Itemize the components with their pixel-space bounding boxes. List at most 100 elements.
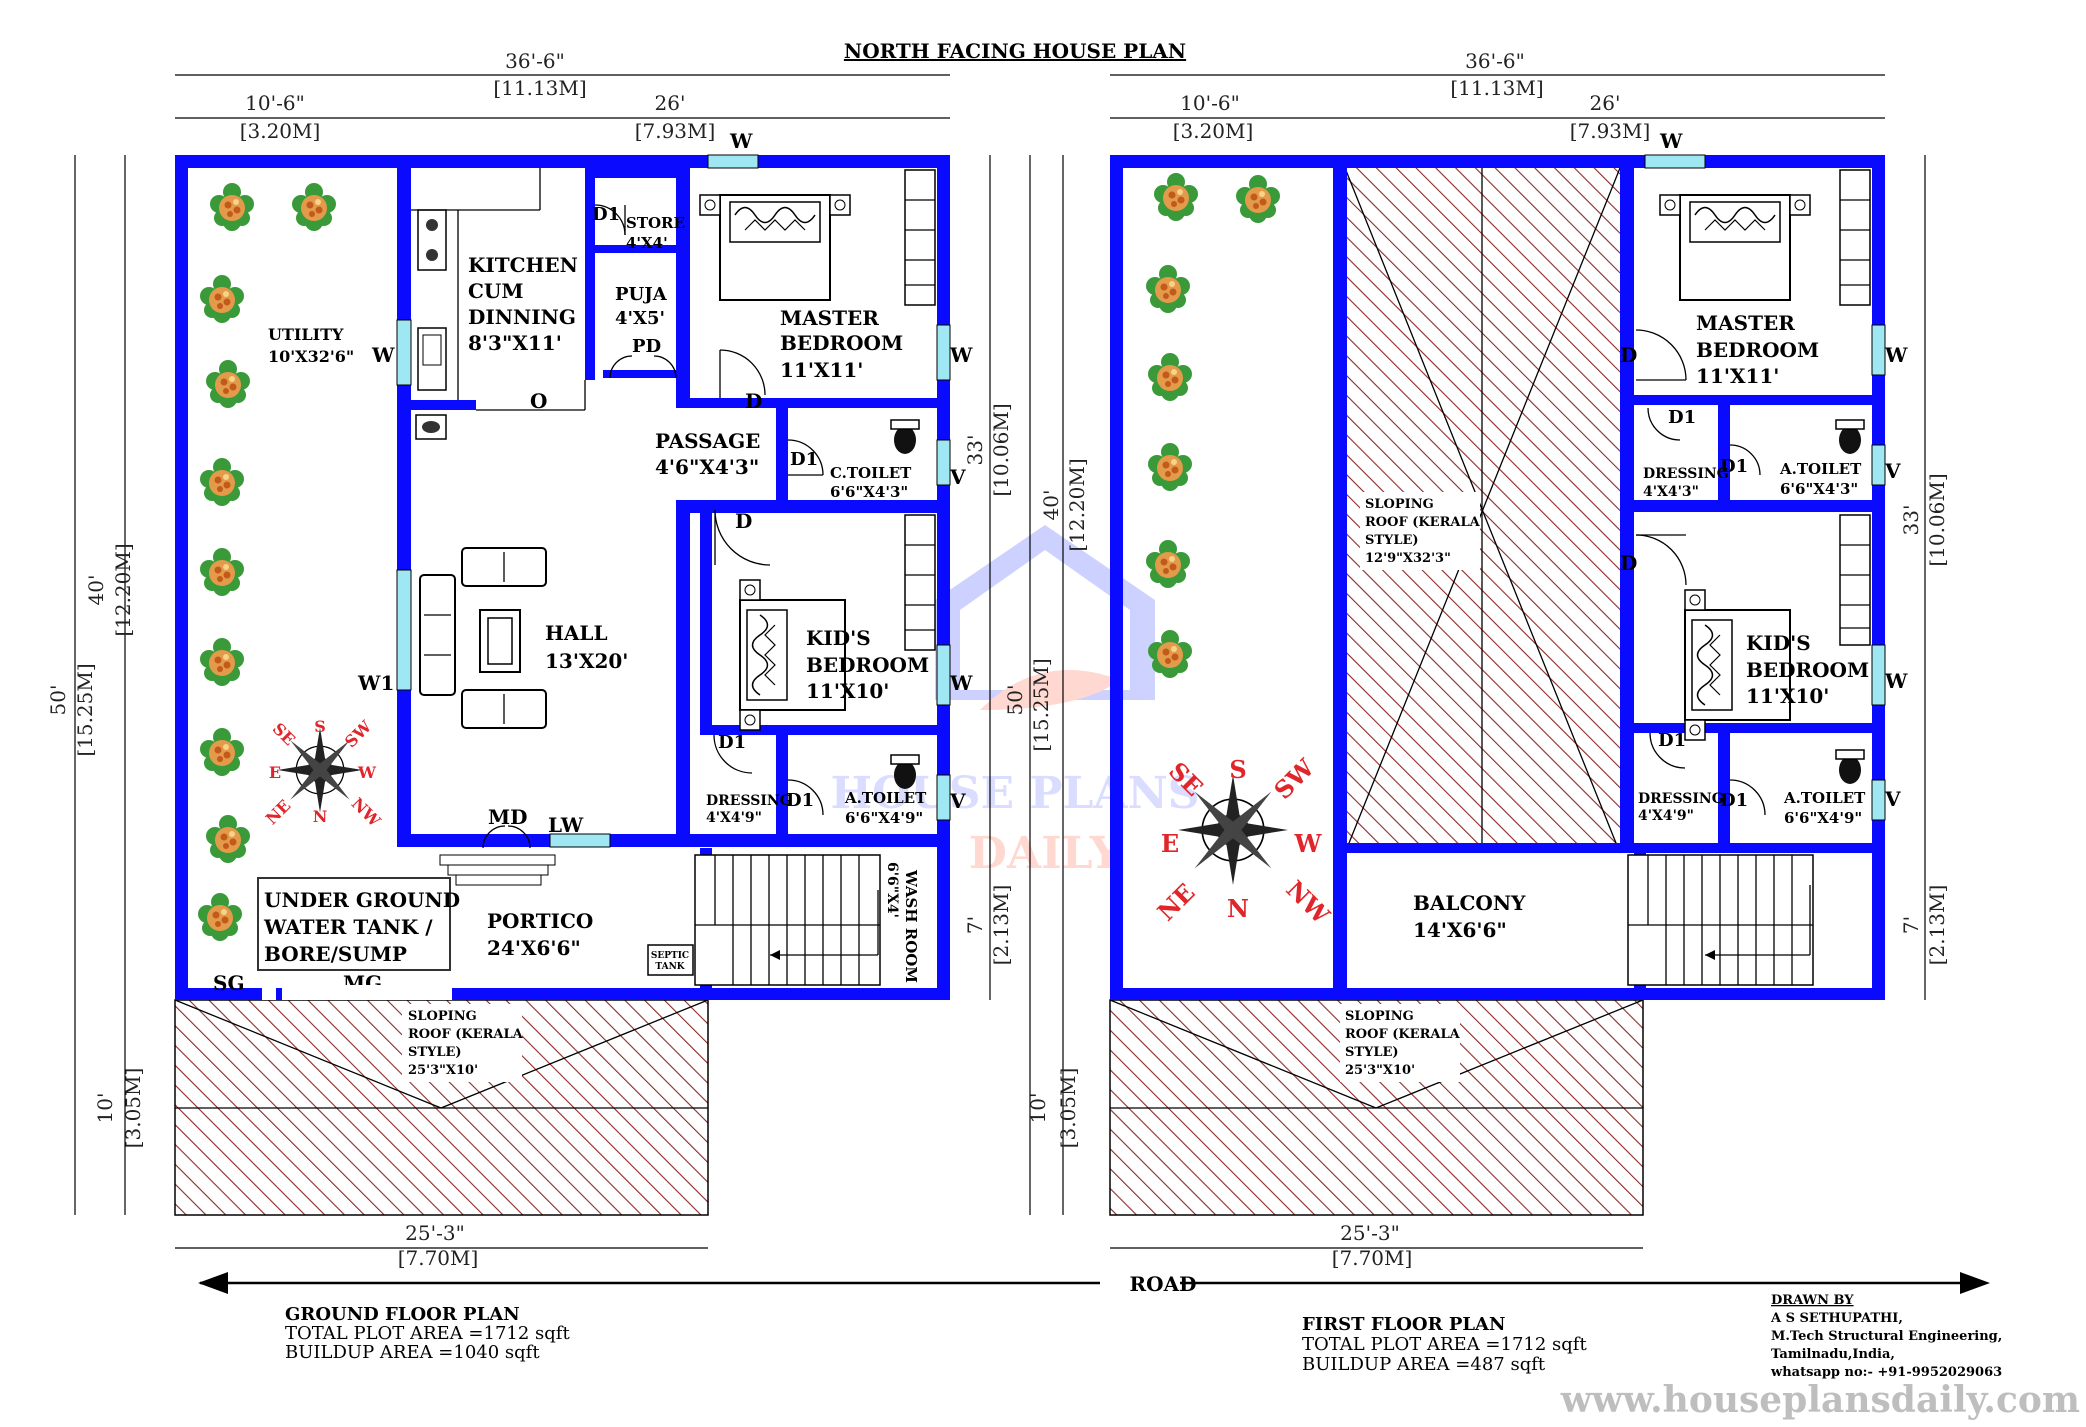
plan-title: NORTH FACING HOUSE PLAN (844, 39, 1186, 63)
ff-dressing1-door: D1 (1668, 407, 1696, 428)
gf-kitchen-size: 8'3"X11' (468, 331, 562, 355)
gf-master-size: 11'X11' (780, 358, 863, 382)
ground-floor-plan: 36'-6" [11.13M] 10'-6" [3.20M] 26' [7.93… (46, 49, 1013, 1270)
dim-bottom-width: 25'-3" (405, 1221, 465, 1245)
gf-store-door: D1 (592, 204, 620, 225)
ff-dim-rooms-depth: 33' (1899, 505, 1923, 536)
ff-front-roof-label-1: SLOPING (1345, 1009, 1414, 1024)
website-watermark: www.houseplansdaily.com (1560, 1379, 2080, 1421)
gf-compass-n: N (313, 807, 328, 826)
ff-master-window: W (1884, 343, 1908, 367)
gf-sg-gate: SG (213, 971, 245, 995)
dim-house-depth-m: [12.20M] (111, 543, 135, 636)
gf-atoilet-door: D1 (786, 790, 814, 811)
credits-place: Tamilnadu,India, (1771, 1347, 1895, 1362)
dim-overall-width-m: [11.13M] (493, 76, 586, 100)
gf-kitchen-label-3: DINNING (468, 305, 576, 329)
ff-roof-label-3: STYLE) (1365, 533, 1419, 548)
gf-kid-door: D (735, 509, 752, 533)
gf-septic-label-2: TANK (655, 962, 685, 972)
gf-compass-s: S (314, 717, 326, 736)
dim-left-width: 10'-6" (245, 91, 305, 115)
gf-compass-ne: NE (262, 796, 294, 828)
dim-rooms-depth-m: [10.06M] (989, 403, 1013, 496)
ff-dim-overall-width: 36'-6" (1465, 49, 1525, 73)
ff-atoilet2-door: D1 (1720, 790, 1748, 811)
ff-dim-total-depth-m: [15.25M] (1029, 658, 1053, 751)
gf-hall-window: W1 (357, 671, 394, 695)
ff-compass-nw: NW (1280, 874, 1336, 930)
dim-house-depth: 40' (84, 575, 108, 606)
ff-dim-right-width-m: [7.93M] (1570, 119, 1651, 143)
credits-phone: whatsapp no:- +91-9952029063 (1770, 1365, 2002, 1380)
dim-left-width-m: [3.20M] (240, 119, 321, 143)
gf-tank-label-3: BORE/SUMP (264, 942, 407, 966)
ff-balcony-size: 14'X6'6" (1413, 918, 1507, 942)
ff-master-size: 11'X11' (1696, 364, 1779, 388)
gf-compass-e: E (269, 763, 281, 782)
gf-dressing-size: 4'X4'9" (706, 810, 762, 826)
gf-footer-build: BUILDUP AREA =1040 sqft (285, 1342, 540, 1363)
gf-tank-label-1: UNDER GROUND (264, 888, 460, 912)
ff-roof-label-1: SLOPING (1365, 497, 1434, 512)
gf-master-label-1: MASTER (780, 306, 879, 330)
ff-master-label-1: MASTER (1696, 311, 1795, 335)
ff-kid-door: D (1620, 551, 1637, 575)
gf-ctoilet-label: C.TOILET (830, 464, 912, 482)
ff-dressing2-door: D1 (1658, 730, 1686, 751)
gf-footer-plot: TOTAL PLOT AREA =1712 sqft (285, 1323, 570, 1344)
gf-ctoilet-door: D1 (790, 449, 818, 470)
credits-heading: DRAWN BY (1771, 1293, 1854, 1308)
gf-utility-size: 10'X32'6" (268, 347, 354, 366)
gf-kid-label-2: BEDROOM (806, 653, 929, 677)
gf-hall-size: 13'X20' (545, 649, 628, 673)
ff-atoilet2-vent: V (1884, 787, 1901, 811)
gf-compass-nw: NW (348, 794, 385, 831)
ff-footer-plot: TOTAL PLOT AREA =1712 sqft (1302, 1334, 1587, 1355)
ff-atoilet2-label: A.TOILET (1783, 789, 1866, 807)
dim-total-depth: 50' (46, 685, 70, 716)
ff-dim-overall-width-m: [11.13M] (1450, 76, 1543, 100)
ff-dim-left-width: 10'-6" (1180, 91, 1240, 115)
gf-footer-title: GROUND FLOOR PLAN (285, 1304, 520, 1325)
ff-master-door: D (1620, 343, 1637, 367)
road-label: ROAD (1130, 1272, 1197, 1296)
ff-kid-label-2: BEDROOM (1746, 658, 1869, 682)
gf-puja-door: PD (632, 336, 661, 357)
gf-portico-size: 24'X6'6" (487, 936, 581, 960)
ff-dressing2-size: 4'X4'9" (1638, 808, 1694, 824)
ff-footer-build: BUILDUP AREA =487 sqft (1302, 1354, 1546, 1375)
dim-overall-width: 36'-6" (505, 49, 565, 73)
gf-roof-size: 25'3"X10' (408, 1063, 478, 1078)
gf-compass-w: W (357, 763, 377, 782)
gf-master-label-2: BEDROOM (780, 331, 903, 355)
ff-compass-sw: SW (1268, 752, 1321, 805)
ff-dim-house-depth: 40' (1039, 490, 1063, 521)
ff-atoilet1-vent: V (1884, 459, 1901, 483)
gf-roof-label-3: STYLE) (408, 1045, 462, 1060)
watermark-text-1: HOUSE PLANS (830, 768, 1199, 819)
gf-dressing-door: D1 (718, 732, 746, 753)
ff-compass-e: E (1161, 829, 1179, 858)
ff-dim-stair-depth-m: [2.13M] (1925, 885, 1949, 966)
gf-roof-label-2: ROOF (KERALA (408, 1027, 524, 1042)
dim-right-width-m: [7.93M] (635, 119, 716, 143)
ff-front-roof-size: 25'3"X10' (1345, 1063, 1415, 1078)
ff-dim-front-depth-m: [3.05M] (1056, 1068, 1080, 1149)
ff-dim-total-depth: 50' (1003, 685, 1027, 716)
gf-ctoilet-size: 6'6"X4'3" (830, 483, 908, 501)
gf-roof-label-1: SLOPING (408, 1009, 477, 1024)
gf-washroom-label: WASH ROOM (902, 869, 920, 983)
gf-portico-label: PORTICO (487, 909, 593, 933)
gf-kitchen-label-1: KITCHEN (468, 253, 578, 277)
dim-right-width: 26' (655, 91, 686, 115)
ff-kid-label-1: KID'S (1746, 631, 1811, 655)
gf-kid-size: 11'X10' (806, 679, 889, 703)
ff-dressing1-label: DRESSING (1643, 466, 1729, 482)
ff-roof-label-2: ROOF (KERALA (1365, 515, 1481, 530)
ff-front-roof-label-3: STYLE) (1345, 1045, 1399, 1060)
ff-dim-house-depth-m: [12.20M] (1065, 458, 1089, 551)
gf-lw-window: LW (548, 813, 584, 837)
